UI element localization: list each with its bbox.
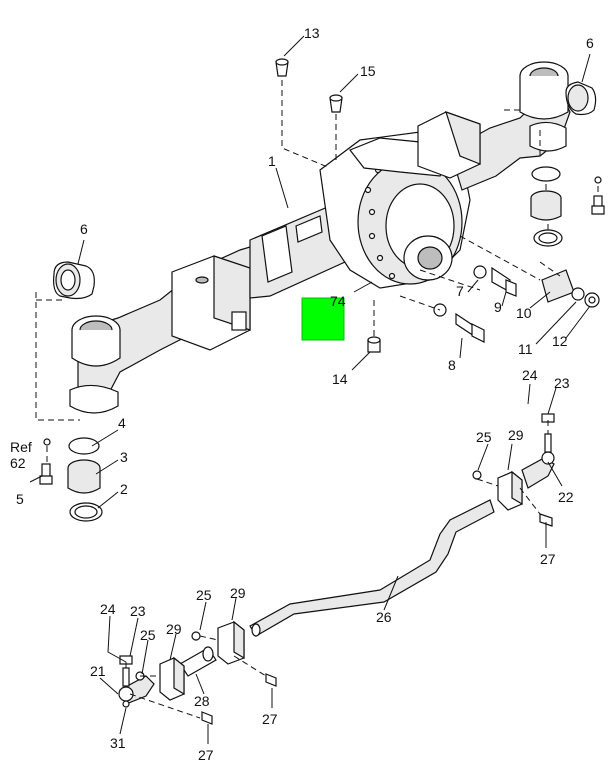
tie-rod xyxy=(249,499,495,637)
label-6-right: 6 xyxy=(586,35,594,51)
washer-7 xyxy=(473,265,487,279)
label-26: 26 xyxy=(376,609,392,625)
leader-lines xyxy=(29,35,591,744)
plug-14 xyxy=(367,336,381,353)
label-74: 74 xyxy=(330,293,346,309)
bolt-27-right xyxy=(539,513,553,527)
bolt-8 xyxy=(455,312,485,343)
label-21: 21 xyxy=(90,663,106,679)
label-11: 11 xyxy=(518,341,533,357)
label-24-right: 24 xyxy=(522,367,538,383)
clamp-left-inner xyxy=(159,656,185,701)
tie-rod-end-right xyxy=(521,433,555,489)
label-29-left: 29 xyxy=(166,621,182,637)
clamp-right xyxy=(497,470,523,511)
label-7: 7 xyxy=(456,283,464,299)
label-4: 4 xyxy=(118,415,126,431)
callout-labels: 1 2 3 4 5 6 6 7 8 9 10 11 12 13 14 15 74… xyxy=(10,25,594,761)
label-9: 9 xyxy=(494,299,502,315)
axle-beam xyxy=(69,61,571,414)
label-3: 3 xyxy=(120,449,128,465)
bushing-left xyxy=(53,261,95,300)
bushing-right xyxy=(565,81,597,116)
bolt-5 xyxy=(39,463,53,485)
bearing-3 xyxy=(67,459,101,494)
right-bearing xyxy=(530,190,562,221)
label-15: 15 xyxy=(360,63,376,79)
washer-4 xyxy=(68,437,100,455)
tube-28 xyxy=(179,646,217,677)
label-27-left: 27 xyxy=(198,747,214,761)
plug-13 xyxy=(275,58,289,77)
grease-fitting-62 xyxy=(43,438,51,446)
label-22: 22 xyxy=(558,489,574,505)
label-2: 2 xyxy=(120,481,128,497)
plug-15 xyxy=(329,94,343,113)
label-29-right: 29 xyxy=(508,427,524,443)
highlight-box xyxy=(301,297,345,341)
label-24-left: 24 xyxy=(100,601,116,617)
washer-11 xyxy=(571,287,585,301)
label-13: 13 xyxy=(304,25,320,41)
right-washer xyxy=(531,166,561,182)
label-1: 1 xyxy=(268,153,276,169)
fitting-31 xyxy=(122,700,130,708)
label-27-right: 27 xyxy=(540,551,556,567)
seal-2 xyxy=(69,502,103,522)
label-23-left: 23 xyxy=(130,603,146,619)
label-14: 14 xyxy=(332,371,348,387)
label-23-right: 23 xyxy=(554,375,570,391)
right-seal xyxy=(533,229,563,247)
nut-25-right xyxy=(472,470,482,480)
nut-12 xyxy=(584,292,600,308)
label-25-right: 25 xyxy=(476,429,492,445)
label-29-mid: 29 xyxy=(230,585,246,601)
label-5: 5 xyxy=(16,491,24,507)
label-8: 8 xyxy=(448,357,456,373)
clamp-left-outer xyxy=(217,620,245,665)
label-62: 62 xyxy=(10,455,26,471)
label-ref: Ref xyxy=(10,439,32,455)
bolt-9 xyxy=(491,266,517,297)
label-12: 12 xyxy=(552,333,568,349)
label-31: 31 xyxy=(110,735,126,751)
label-28: 28 xyxy=(194,693,210,709)
bolt-27-left xyxy=(201,673,277,725)
label-25-mid: 25 xyxy=(196,587,212,603)
right-bolt xyxy=(591,176,605,215)
assembly-lines xyxy=(35,80,599,719)
label-25-left: 25 xyxy=(140,627,156,643)
label-10: 10 xyxy=(516,305,532,321)
label-27-mid: 27 xyxy=(262,711,278,727)
label-6-left: 6 xyxy=(80,221,88,237)
